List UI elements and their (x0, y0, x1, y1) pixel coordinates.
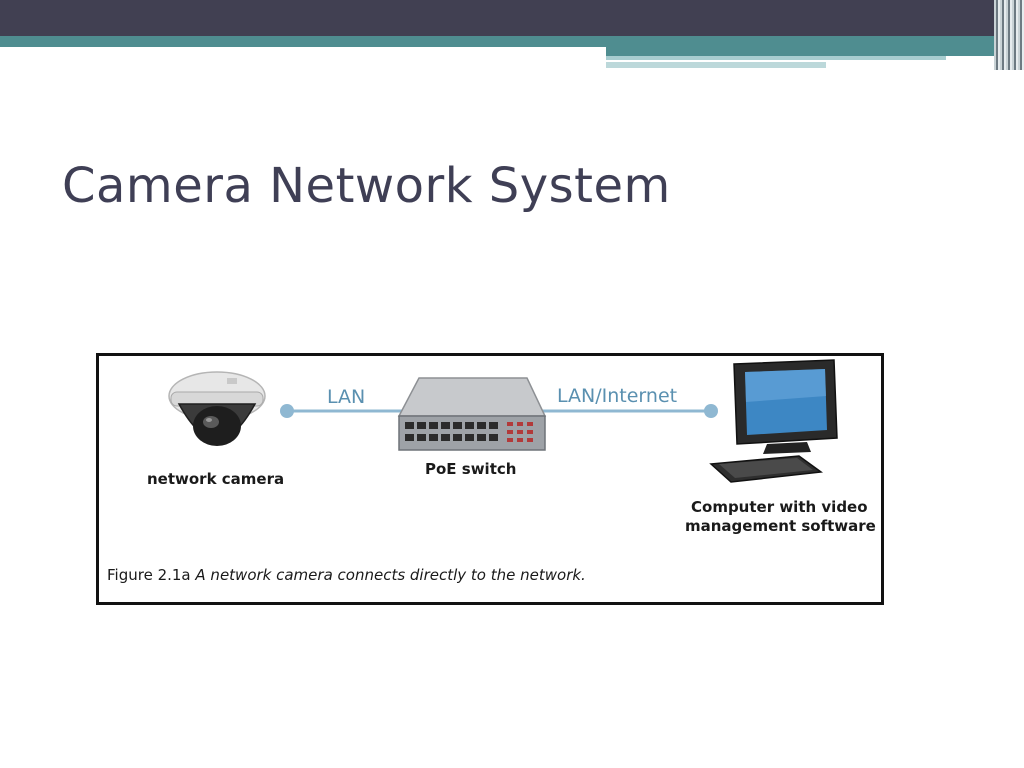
lan-label: LAN (327, 386, 366, 408)
header-divider (0, 47, 608, 51)
header-decorative-bars (994, 0, 1024, 70)
network-diagram-figure: LAN LAN/Internet network camera PoE swit… (96, 353, 884, 605)
figure-caption-text: A network camera connects directly to th… (195, 566, 586, 584)
poe-switch-icon (397, 377, 547, 451)
lan-endpoint-dot (280, 404, 294, 418)
switch-label: PoE switch (425, 460, 517, 478)
lan-internet-label: LAN/Internet (557, 385, 678, 407)
computer-label-line2: management software (685, 517, 876, 535)
camera-label: network camera (147, 470, 285, 488)
figure-caption: Figure 2.1a A network camera connects di… (107, 566, 586, 584)
header-light-strip (606, 56, 946, 60)
page-title: Camera Network System (62, 158, 671, 214)
figure-number: Figure 2.1a (107, 566, 191, 584)
computer-monitor-icon (733, 359, 838, 454)
dome-camera-icon (168, 371, 266, 446)
header-dark-band (0, 0, 1024, 36)
header-teal-band (0, 36, 1024, 47)
internet-endpoint-dot (704, 404, 718, 418)
keyboard-icon (709, 455, 824, 483)
header-teal-accent (606, 47, 1024, 56)
header-light-strip-secondary (606, 62, 826, 68)
network-diagram (168, 359, 838, 483)
computer-label-line1: Computer with video (691, 498, 868, 516)
